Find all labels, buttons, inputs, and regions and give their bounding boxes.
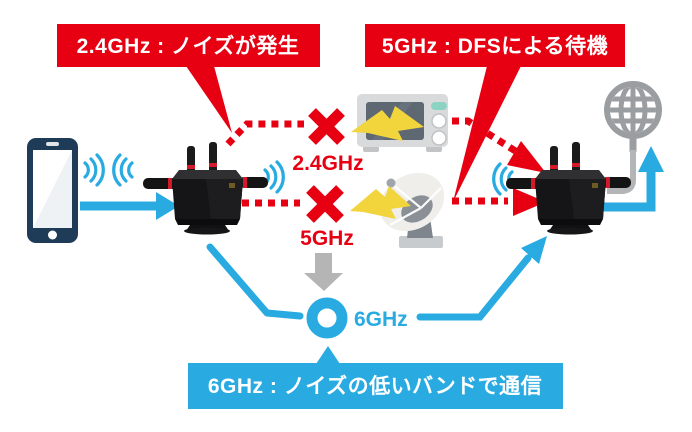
link-24ghz-blocked: 2.4GHz: [225, 108, 546, 175]
callout-5ghz-dfs-label: 5GHz : DFSによる待機: [382, 34, 608, 58]
lan-cable: [607, 150, 636, 194]
blue-arrow-icon: [603, 146, 664, 212]
smartphone-icon: [27, 138, 78, 243]
microwave-oven-icon: [351, 94, 448, 152]
router-left-icon: [143, 142, 268, 235]
dotted-line: [452, 117, 519, 155]
globe-internet-icon: [604, 81, 662, 194]
callout-24ghz-noise: 2.4GHz : ノイズが発生: [57, 24, 320, 133]
callout-box: [365, 24, 625, 67]
label-6ghz: 6GHz: [354, 308, 408, 331]
callout-6ghz-band-label: 6GHz : ノイズの低いバンドで通信: [208, 374, 542, 398]
red-arrowhead-icon: [513, 188, 546, 216]
label-5ghz: 5GHz: [300, 227, 354, 250]
callout-box: [57, 24, 320, 67]
callout-6ghz-band: 6GHz : ノイズの低いバンドで通信: [188, 346, 563, 409]
link-5ghz-blocked: 5GHz: [242, 185, 546, 250]
link-6ghz-active: 6GHz: [206, 236, 547, 339]
lightning-bolt-icon: [350, 186, 411, 219]
blue-line: [206, 243, 304, 320]
label-24ghz: 2.4GHz: [292, 152, 363, 175]
wifi-waves-icon: [83, 153, 514, 196]
blue-arrow-icon: [80, 192, 179, 220]
callout-box: [188, 363, 563, 409]
blue-arrowhead-icon: [521, 236, 547, 264]
red-arrowhead-icon: [507, 141, 546, 173]
callout-pointer: [316, 346, 340, 364]
cross-x-icon: [306, 185, 344, 223]
callout-pointer: [186, 66, 232, 133]
callout-24ghz-noise-label: 2.4GHz : ノイズが発生: [77, 34, 300, 58]
down-arrow-icon: [304, 253, 343, 291]
lightning-bolt-icon: [351, 106, 424, 141]
satellite-dish-icon: [350, 172, 445, 248]
cross-x-icon: [308, 108, 345, 145]
blue-line: [416, 254, 532, 321]
6ghz-ring-icon: [306, 297, 348, 339]
dotted-line: [225, 120, 304, 147]
